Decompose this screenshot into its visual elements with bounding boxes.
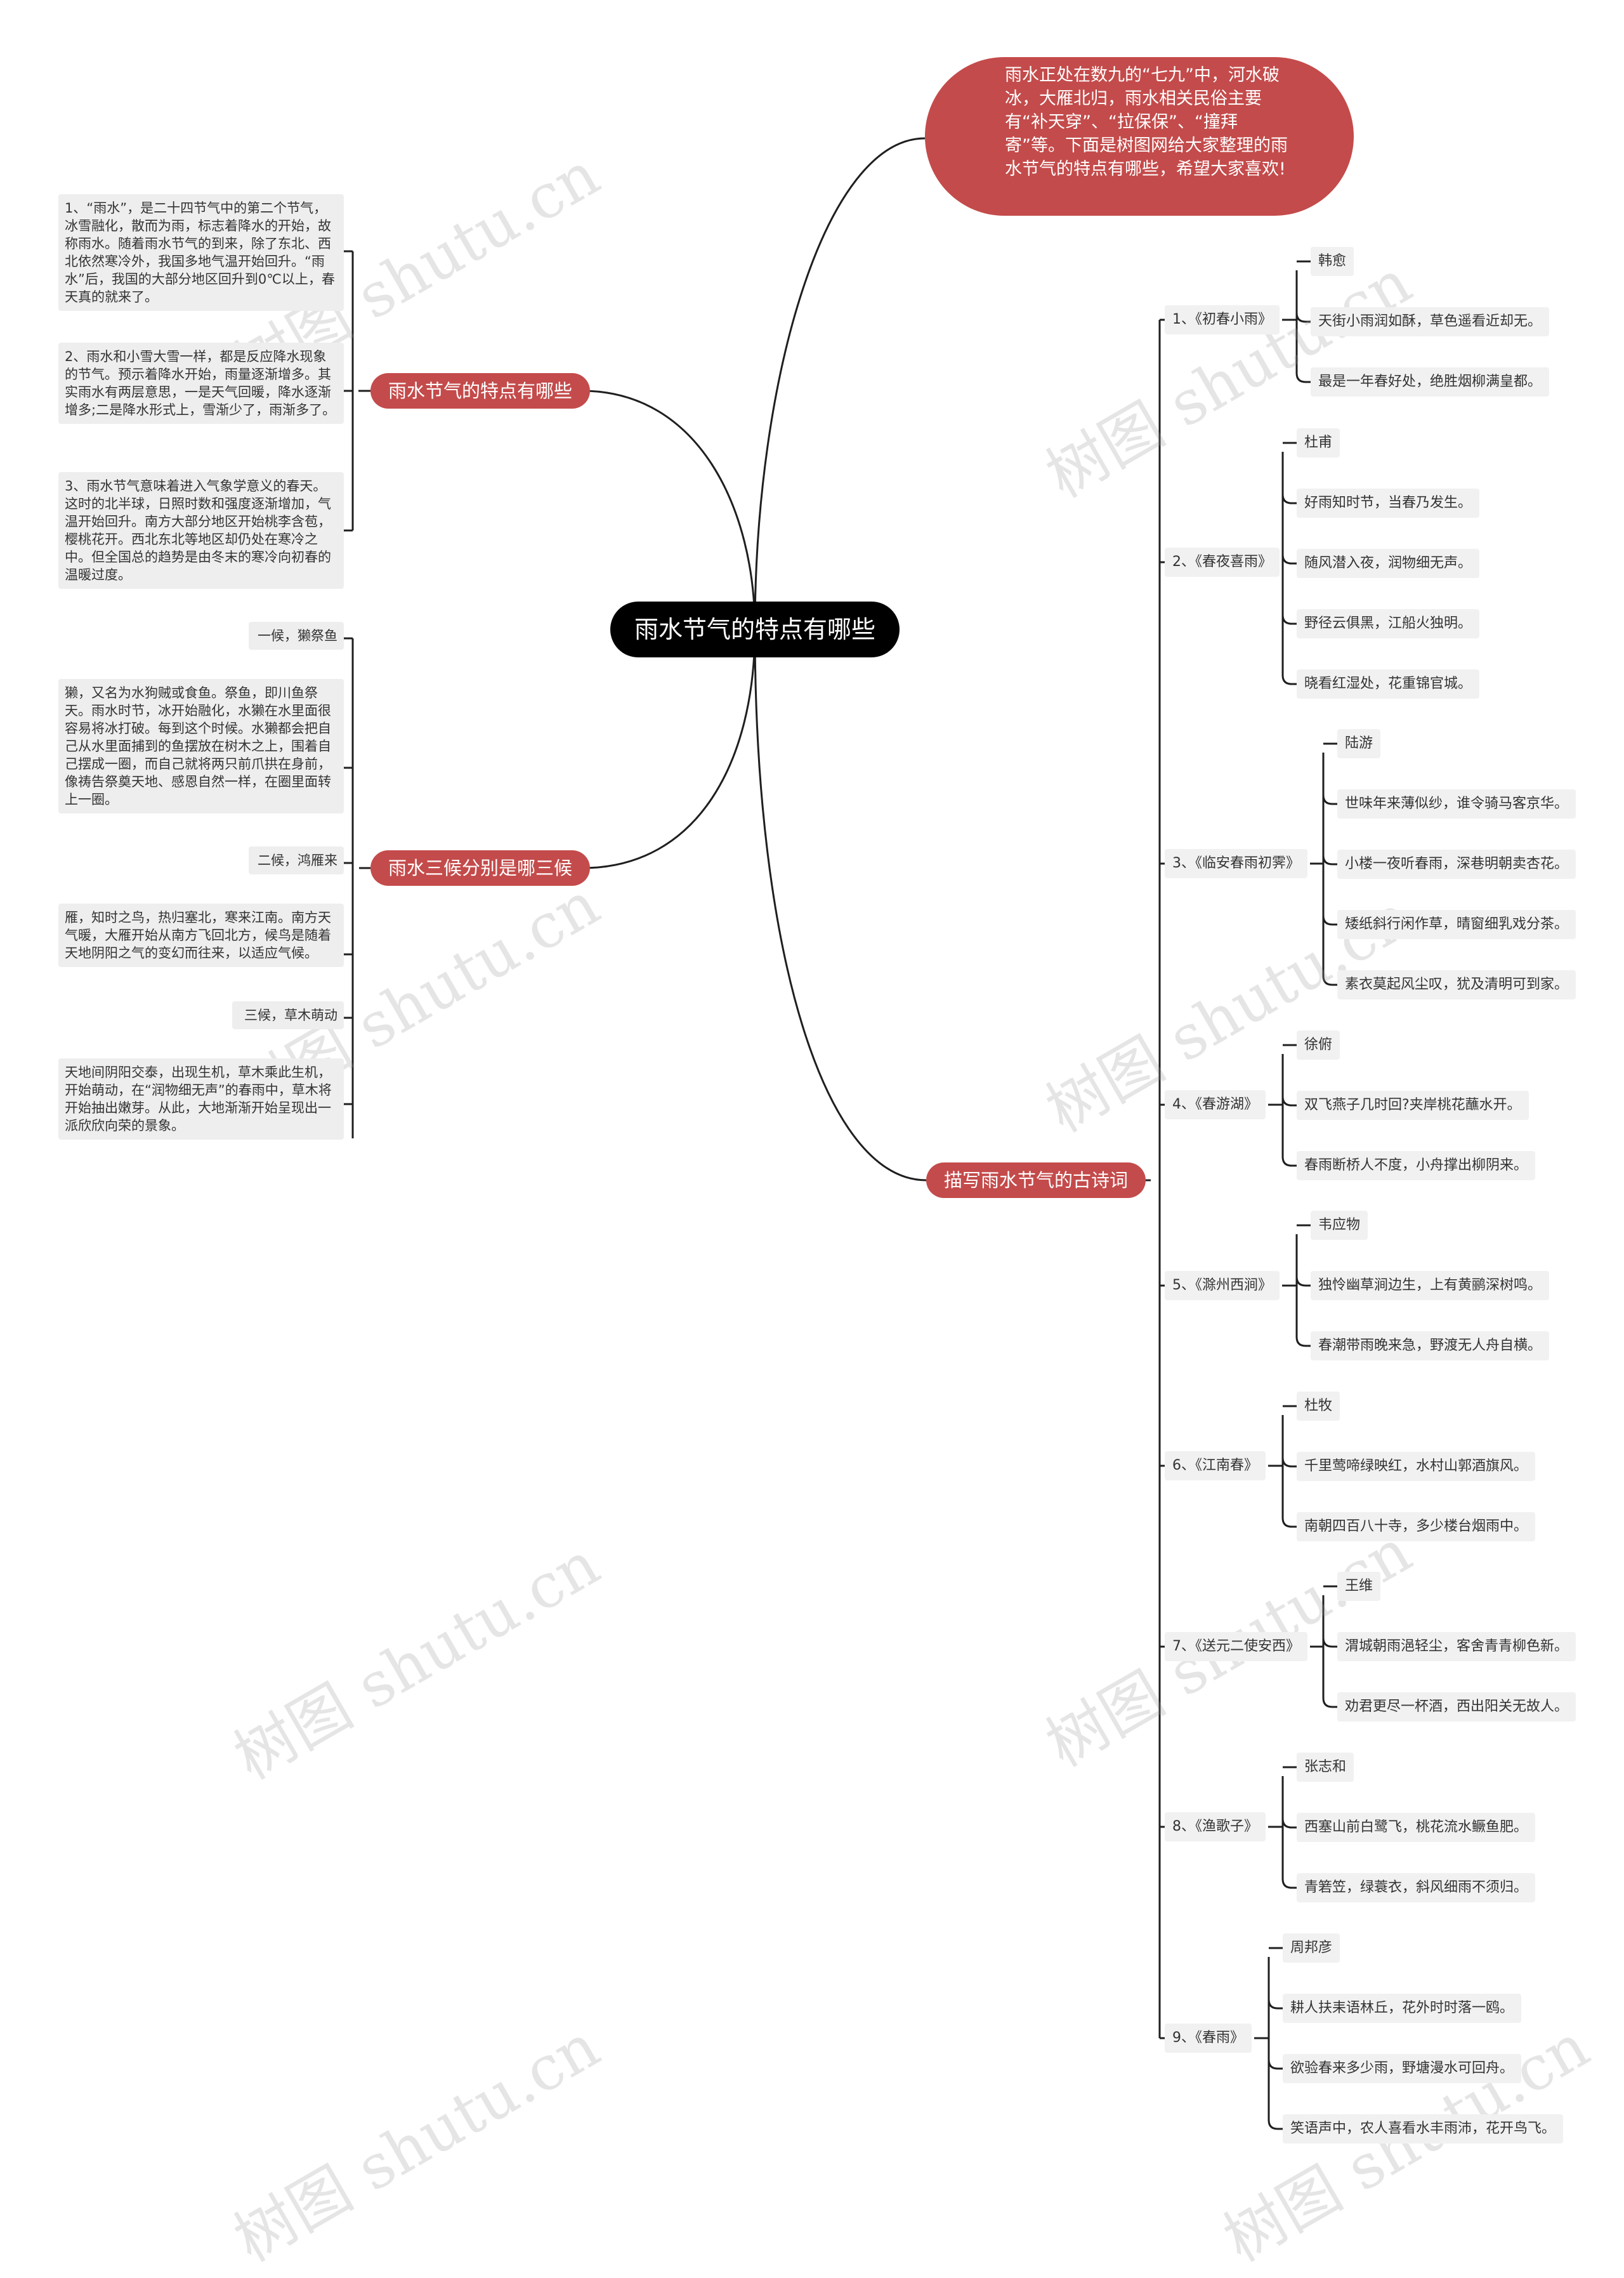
intro-topic[interactable]: 雨水正处在数九的“七九”中，河水破冰，大雁北归，雨水相关民俗主要有“补天穿”、“… xyxy=(925,57,1354,216)
poem-line: 天街小雨润如酥，草色遥看近却无。 xyxy=(1311,307,1550,336)
feature-note: 2、雨水和小雪大雪一样，都是反应降水现象的节气。预示着降水开始，雨量逐渐增多。其… xyxy=(58,343,344,424)
connector-line xyxy=(1267,2059,1283,2070)
connector-line xyxy=(1295,372,1311,383)
connector-line xyxy=(582,390,756,630)
poem-title[interactable]: 7、《送元二使安西》 xyxy=(1165,1632,1307,1661)
poem-line: 随风潜入夜，润物细无声。 xyxy=(1297,549,1480,578)
poem-line: 世味年来薄似纱，谁令骑马客京华。 xyxy=(1337,789,1576,819)
poem-line: 徐俯 xyxy=(1297,1030,1340,1060)
connector-line xyxy=(1322,1637,1337,1648)
connector-line xyxy=(1267,2119,1283,2130)
poem-line: 杜牧 xyxy=(1297,1392,1340,1421)
connector-line xyxy=(1281,1096,1297,1107)
connector-line xyxy=(1267,1999,1283,2010)
poem-line: 耕人扶耒语林丘，花外时时落一鸥。 xyxy=(1283,1994,1522,2023)
poem-line: 笑语声中，农人喜看水丰雨沛，花开鸟飞。 xyxy=(1283,2114,1564,2143)
connector-line xyxy=(1295,1336,1311,1347)
connector-line xyxy=(1295,1276,1311,1287)
poem-title[interactable]: 5、《滁州西涧》 xyxy=(1165,1271,1280,1300)
poem-line: 素衣莫起风尘叹，犹及清明可到家。 xyxy=(1337,970,1576,999)
hou-title: 二候，鸿雁来 xyxy=(249,846,344,874)
poem-title[interactable]: 3、《临安春雨初霁》 xyxy=(1165,849,1307,878)
connector-line xyxy=(1281,554,1297,565)
poem-line: 晓看红湿处，花重锦官城。 xyxy=(1297,669,1480,699)
feature-note: 1、“雨水”，是二十四节气中的第二个节气，冰雪融化，散而为雨，标志着降水的开始，… xyxy=(58,194,344,311)
hou-desc: 雁，知时之鸟，热归塞北，寒来江南。南方天气暖，大雁开始从南方飞回北方，候鸟是随着… xyxy=(58,904,344,967)
poem-line: 小楼一夜听春雨，深巷明朝卖杏花。 xyxy=(1337,850,1576,879)
poem-line: 西塞山前白鹭飞，桃花流水鳜鱼肥。 xyxy=(1297,1813,1536,1842)
poem-line: 春雨断桥人不度，小舟撑出柳阴来。 xyxy=(1297,1151,1536,1180)
feature-note: 3、雨水节气意味着进入气象学意义的春天。这时的北半球，日照时数和强度逐渐增加，气… xyxy=(58,472,344,589)
poem-line: 千里莺啼绿映红，水村山郭酒旗风。 xyxy=(1297,1452,1536,1481)
poem-line: 王维 xyxy=(1337,1572,1381,1601)
hou-desc: 天地间阴阳交泰，出现生机，草木乘此生机，开始萌动，在“润物细无声”的春雨中，草木… xyxy=(58,1058,344,1140)
connector-line xyxy=(754,629,927,1182)
connector-line xyxy=(582,629,756,869)
poem-title[interactable]: 2、《春夜喜雨》 xyxy=(1165,548,1280,577)
watermark-text: 树图 shutu.cn xyxy=(223,2010,611,2276)
connector-line xyxy=(754,137,926,630)
poem-line: 张志和 xyxy=(1297,1753,1354,1782)
poem-title[interactable]: 6、《江南春》 xyxy=(1165,1451,1266,1480)
poem-line: 韦应物 xyxy=(1311,1211,1368,1240)
poem-line: 最是一年春好处，绝胜烟柳满皇都。 xyxy=(1311,367,1550,397)
connector-line xyxy=(1281,614,1297,625)
connector-line xyxy=(1322,975,1337,986)
poem-line: 杜甫 xyxy=(1297,428,1340,458)
poem-title[interactable]: 8、《渔歌子》 xyxy=(1165,1812,1266,1841)
connector-line xyxy=(1322,794,1337,805)
poem-line: 独怜幽草涧边生，上有黄鹂深树鸣。 xyxy=(1311,1271,1550,1300)
poem-title[interactable]: 4、《春游湖》 xyxy=(1165,1090,1266,1119)
connector-line xyxy=(1281,1517,1297,1528)
poem-line: 野径云俱黑，江船火独明。 xyxy=(1297,609,1480,638)
poem-line: 周邦彦 xyxy=(1283,1933,1340,1963)
poem-line: 欲验春来多少雨，野塘漫水可回舟。 xyxy=(1283,2054,1522,2083)
hou-title: 一候，獭祭鱼 xyxy=(249,622,344,650)
connector-line xyxy=(1281,1878,1297,1889)
hou-title: 三候，草木萌动 xyxy=(232,1001,344,1029)
connector-line xyxy=(1322,1697,1337,1708)
connector-line xyxy=(1322,915,1337,926)
poem-line: 春潮带雨晚来急，野渡无人舟自横。 xyxy=(1311,1331,1550,1360)
connector-line xyxy=(1295,312,1311,323)
connector-line xyxy=(1281,675,1297,685)
branch-three-hou[interactable]: 雨水三候分别是哪三候 xyxy=(370,850,591,886)
connector-line xyxy=(1281,1156,1297,1167)
connector-line xyxy=(1322,855,1337,866)
poem-line: 南朝四百八十寺，多少楼台烟雨中。 xyxy=(1297,1512,1536,1541)
poem-line: 好雨知时节，当春乃发生。 xyxy=(1297,489,1480,518)
connector-line xyxy=(1281,1818,1297,1829)
poem-line: 渭城朝雨浥轻尘，客舍青青柳色新。 xyxy=(1337,1632,1576,1661)
root-topic[interactable]: 雨水节气的特点有哪些 xyxy=(610,602,900,657)
poem-line: 劝君更尽一杯酒，西出阳关无故人。 xyxy=(1337,1692,1576,1722)
poem-line: 陆游 xyxy=(1337,729,1381,758)
hou-desc: 獭，又名为水狗贼或食鱼。祭鱼，即川鱼祭天。雨水时节，冰开始融化，水獭在水里面很容… xyxy=(58,679,344,813)
poem-line: 青箬笠，绿蓑衣，斜风细雨不须归。 xyxy=(1297,1873,1536,1902)
connector-line xyxy=(1281,1457,1297,1468)
watermark-text: 树图 shutu.cn xyxy=(223,1528,611,1794)
poem-line: 双飞燕子几时回?夹岸桃花蘸水开。 xyxy=(1297,1091,1529,1120)
poem-title[interactable]: 1、《初春小雨》 xyxy=(1165,305,1280,334)
branch-features[interactable]: 雨水节气的特点有哪些 xyxy=(370,373,591,409)
connector-line xyxy=(1281,494,1297,504)
poem-title[interactable]: 9、《春雨》 xyxy=(1165,2024,1252,2053)
branch-poems[interactable]: 描写雨水节气的古诗词 xyxy=(926,1162,1146,1198)
poem-line: 韩愈 xyxy=(1311,247,1354,276)
poem-line: 矮纸斜行闲作草，晴窗细乳戏分茶。 xyxy=(1337,910,1576,939)
